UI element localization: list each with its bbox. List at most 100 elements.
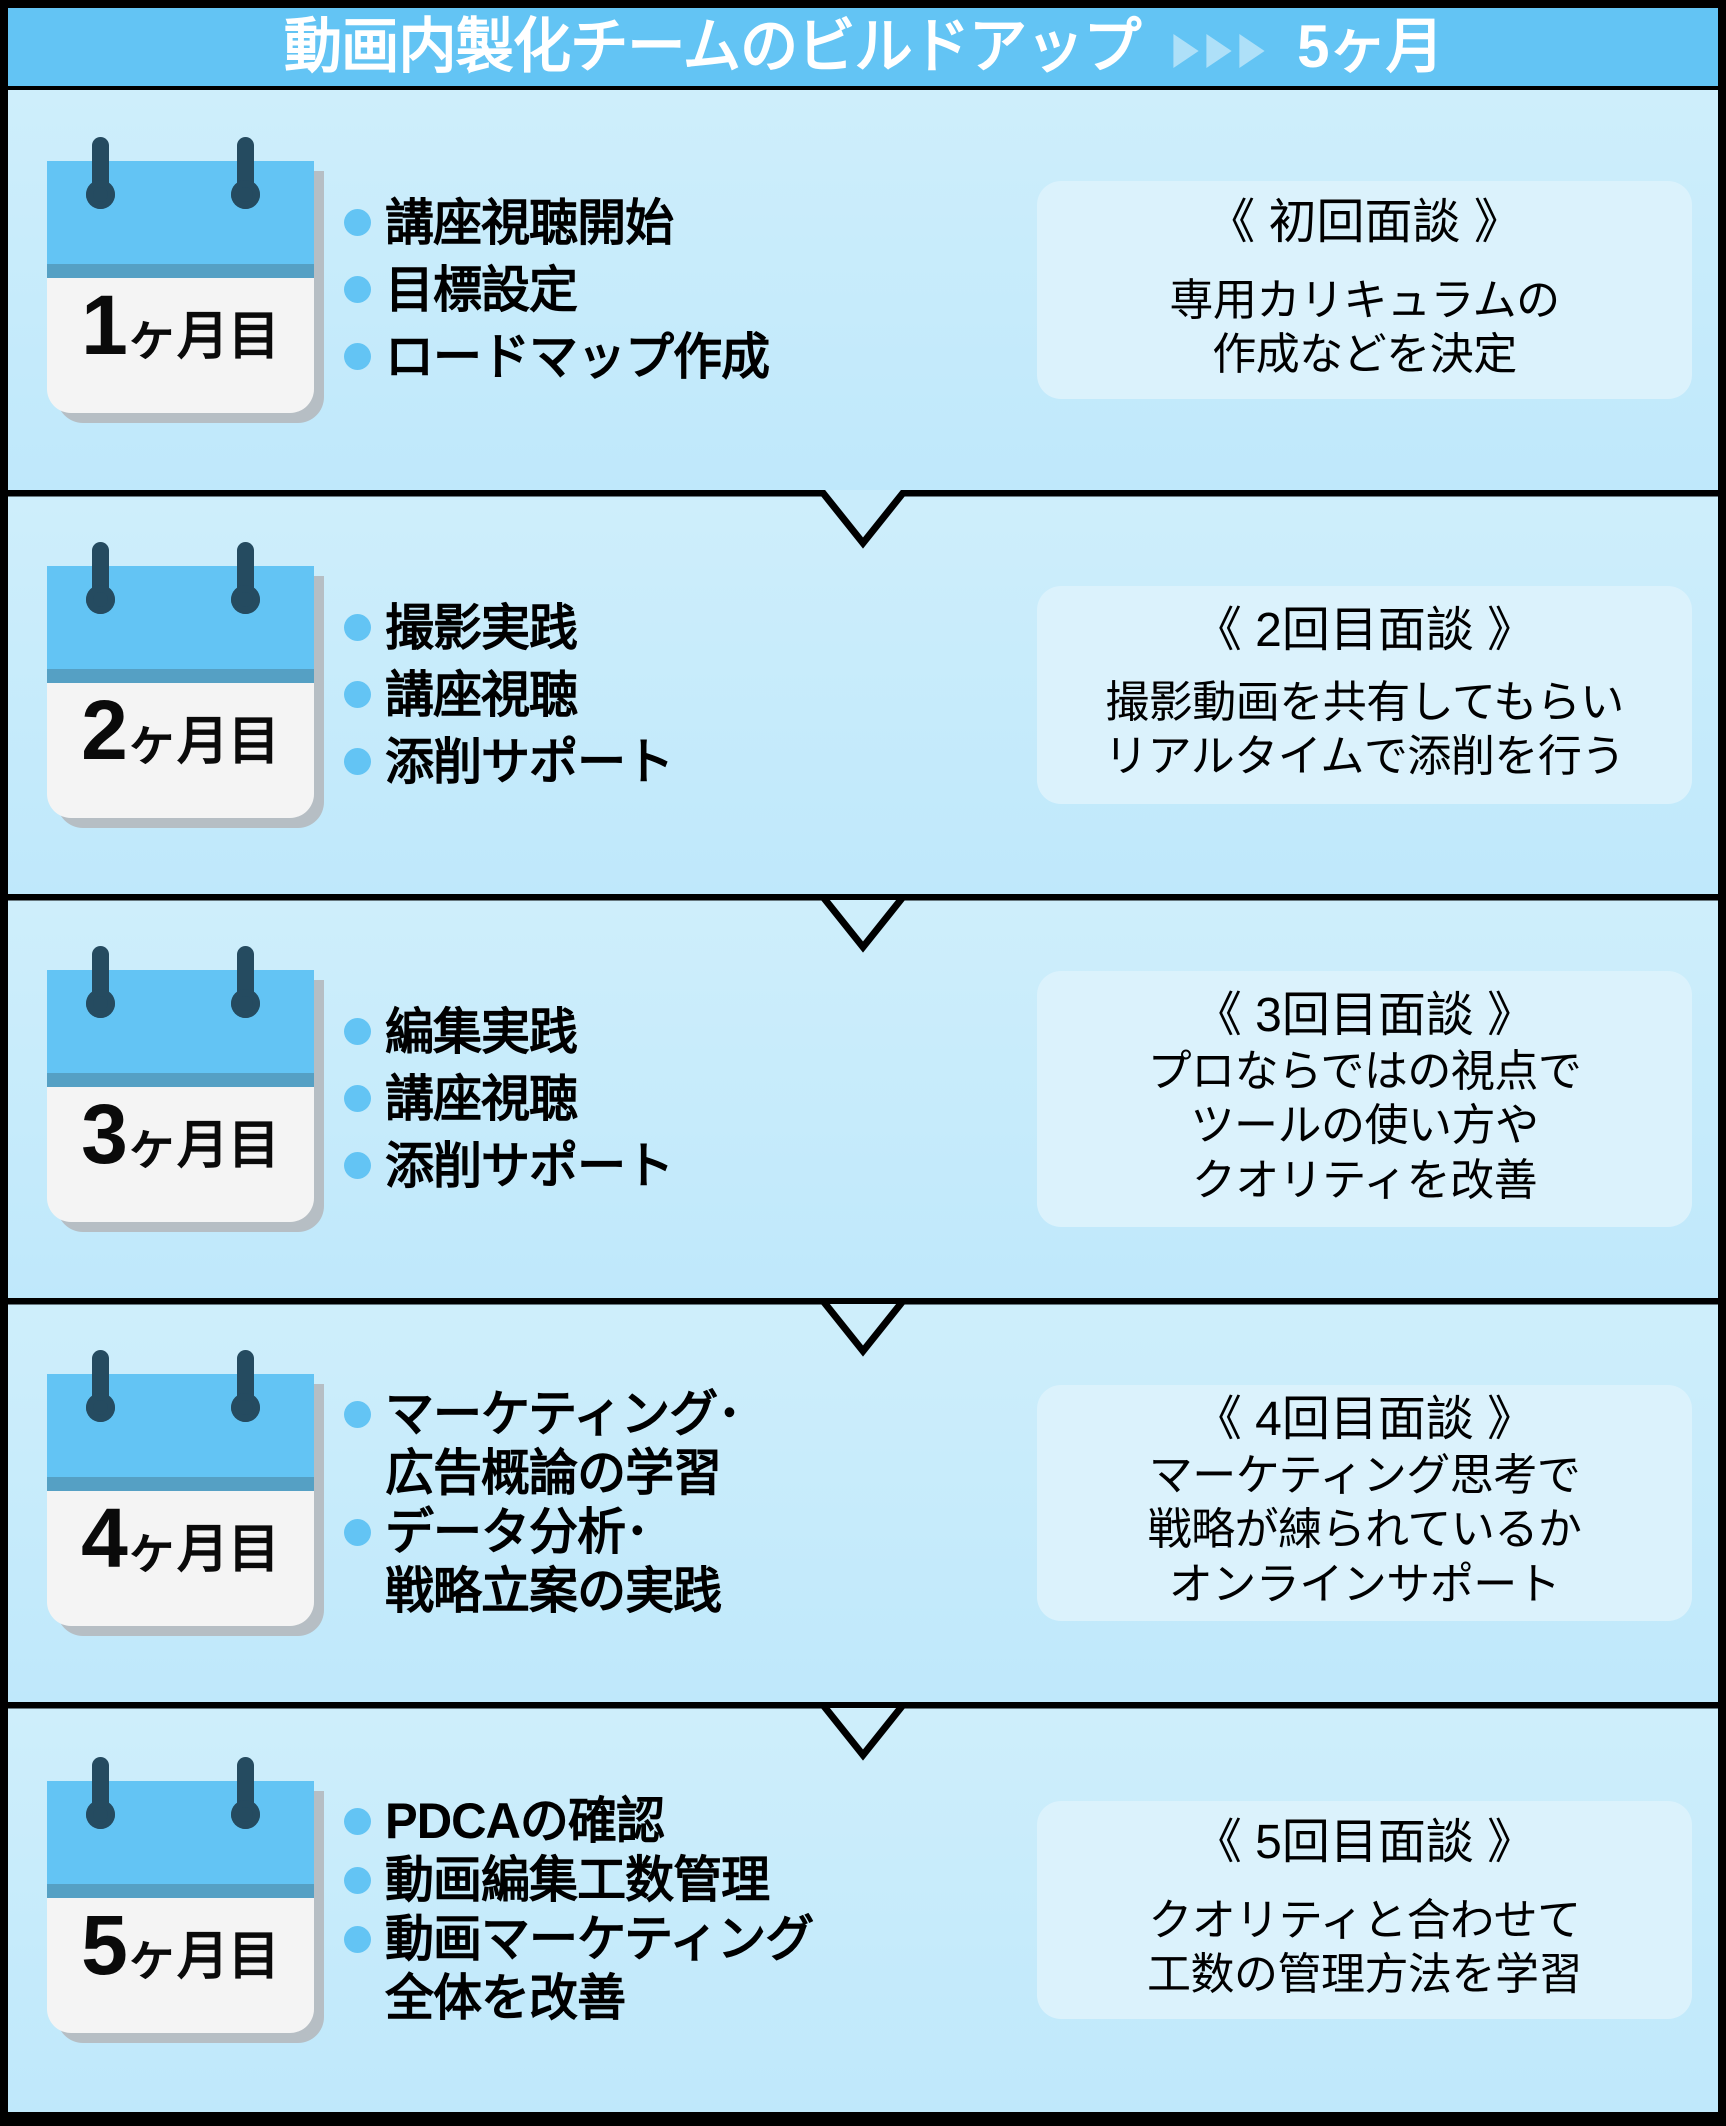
month-number: 5 xyxy=(81,1898,128,1992)
interview-note-card: 《 2回目面談 》 撮影動画を共有してもらい リアルタイムで添削を行う xyxy=(1037,586,1692,804)
calendar-header-band xyxy=(46,970,314,1073)
list-item: PDCAの確認 xyxy=(344,1792,1029,1851)
task-list: マーケティング･ 広告概論の学習 データ分析･ 戦略立案の実践 xyxy=(328,1385,1037,1621)
list-item: 講座視聴 xyxy=(344,665,1029,726)
page-title: 動画内製化チームのビルドアップ 5ヶ月 xyxy=(283,17,1443,77)
calendar-pin-icon xyxy=(85,542,115,614)
list-item-label: 動画マーケティング 全体を改善 xyxy=(385,1911,814,2026)
month-number: 1 xyxy=(81,278,128,372)
note-title: 《 3回目面談 》 xyxy=(1193,988,1536,1042)
calendar-stripe xyxy=(46,264,314,278)
list-item-label: 編集実践 xyxy=(385,1003,578,1060)
calendar-icon: 5ヶ月目 xyxy=(46,1757,324,2043)
note-body: 専用カリキュラムの 作成などを決定 xyxy=(1169,275,1560,380)
list-item-label: 撮影実践 xyxy=(385,599,578,656)
list-item: 目標設定 xyxy=(344,260,1029,321)
timeline-row: 3ヶ月目 編集実践 講座視聴 xyxy=(8,894,1718,1298)
list-item: 編集実践 xyxy=(344,1002,1029,1063)
calendar-icon-wrapper: 2ヶ月目 xyxy=(42,542,328,828)
calendar-icon: 3ヶ月目 xyxy=(46,946,324,1232)
calendar-header-band xyxy=(46,566,314,669)
calendar-header-band xyxy=(46,1781,314,1884)
list-item-label: ロードマップ作成 xyxy=(385,328,770,385)
list-item-label: 講座視聴 xyxy=(385,1070,578,1127)
arrow-separator xyxy=(1172,34,1265,69)
task-list: 撮影実践 講座視聴 添削サポート xyxy=(328,598,1037,793)
calendar-pin-icon xyxy=(230,137,260,209)
list-item: データ分析･ 戦略立案の実践 xyxy=(344,1503,1029,1621)
calendar-icon: 4ヶ月目 xyxy=(46,1350,324,1636)
calendar-body: 5ヶ月目 xyxy=(46,1781,314,2033)
list-item-label: 添削サポート xyxy=(385,1137,674,1194)
calendar-month-label: 2ヶ月目 xyxy=(81,688,280,818)
calendar-stripe xyxy=(46,1073,314,1087)
triangle-right-icon xyxy=(1205,34,1232,69)
triangle-right-icon xyxy=(1172,34,1199,69)
bullet-dot-icon xyxy=(344,1017,371,1045)
bullet-dot-icon xyxy=(344,1808,371,1835)
note-title: 《 初回面談 》 xyxy=(1207,196,1522,250)
bullet-dot-icon xyxy=(344,1084,371,1112)
calendar-icon: 2ヶ月目 xyxy=(46,542,324,828)
calendar-pin-icon xyxy=(85,1757,115,1829)
calendar-icon-wrapper: 4ヶ月目 xyxy=(42,1350,328,1636)
list-item: 動画マーケティング 全体を改善 xyxy=(344,1910,1029,2028)
list-item-label: 添削サポート xyxy=(385,733,674,790)
note-title: 《 4回目面談 》 xyxy=(1193,1392,1536,1446)
calendar-header-band xyxy=(46,161,314,264)
calendar-pin-icon xyxy=(85,946,115,1018)
list-item: 添削サポート xyxy=(344,1136,1029,1197)
calendar-month-label: 3ヶ月目 xyxy=(81,1092,280,1222)
month-suffix: ヶ月目 xyxy=(125,1117,280,1175)
timeline-rows: 1ヶ月目 講座視聴開始 目標設定 xyxy=(8,90,1718,2118)
note-body: プロならではの視点で ツールの使い方や クオリティを改善 xyxy=(1147,1046,1582,1205)
calendar-icon: 1ヶ月目 xyxy=(46,137,324,423)
calendar-icon-wrapper: 5ヶ月目 xyxy=(42,1757,328,2043)
calendar-icon-wrapper: 1ヶ月目 xyxy=(42,137,328,423)
calendar-pin-icon xyxy=(85,1350,115,1422)
bullet-dot-icon xyxy=(344,1926,371,1953)
note-body: 撮影動画を共有してもらい リアルタイムで添削を行う xyxy=(1104,677,1625,782)
list-item-label: 目標設定 xyxy=(385,261,578,318)
note-title: 《 5回目面談 》 xyxy=(1193,1816,1536,1870)
note-body: マーケティング思考で 戦略が練られているか オンラインサポート xyxy=(1147,1450,1582,1609)
calendar-pin-icon xyxy=(230,1757,260,1829)
interview-note-card: 《 3回目面談 》 プロならではの視点で ツールの使い方や クオリティを改善 xyxy=(1037,971,1692,1227)
list-item-label: マーケティング･ 広告概論の学習 xyxy=(385,1386,742,1501)
timeline-row: 1ヶ月目 講座視聴開始 目標設定 xyxy=(8,90,1718,490)
task-list: PDCAの確認 動画編集工数管理 動画マーケティング 全体を改善 xyxy=(328,1792,1037,2028)
calendar-month-label: 4ヶ月目 xyxy=(81,1496,280,1626)
calendar-stripe xyxy=(46,1477,314,1491)
calendar-pin-icon xyxy=(85,137,115,209)
calendar-pin-icon xyxy=(230,946,260,1018)
timeline-row: 2ヶ月目 撮影実践 講座視聴 xyxy=(8,490,1718,894)
timeline-row: 5ヶ月目 PDCAの確認 動画編集工数管理 xyxy=(8,1702,1718,2112)
list-item-label: 動画編集工数管理 xyxy=(385,1852,770,1908)
list-item: 講座視聴 xyxy=(344,1069,1029,1130)
month-suffix: ヶ月目 xyxy=(125,308,280,366)
month-suffix: ヶ月目 xyxy=(125,1521,280,1579)
list-item: 添削サポート xyxy=(344,732,1029,793)
timeline-row: 4ヶ月目 マーケティング･ 広告概論の学習 データ分析･ 戦略立案の実践 xyxy=(8,1298,1718,1702)
interview-note-card: 《 4回目面談 》 マーケティング思考で 戦略が練られているか オンラインサポー… xyxy=(1037,1385,1692,1621)
note-body: クオリティと合わせて 工数の管理方法を学習 xyxy=(1147,1895,1583,2000)
bullet-dot-icon xyxy=(344,208,371,236)
month-number: 2 xyxy=(81,683,128,777)
list-item-label: 講座視聴 xyxy=(385,666,578,723)
interview-note-card: 《 5回目面談 》 クオリティと合わせて 工数の管理方法を学習 xyxy=(1037,1801,1692,2019)
list-item-label: PDCAの確認 xyxy=(385,1793,665,1849)
bullet-dot-icon xyxy=(344,1867,371,1894)
bullet-dot-icon xyxy=(344,1151,371,1179)
triangle-right-icon xyxy=(1238,34,1265,69)
month-number: 4 xyxy=(81,1491,128,1585)
list-item: ロードマップ作成 xyxy=(344,327,1029,388)
list-item-label: データ分析･ 戦略立案の実践 xyxy=(385,1504,722,1619)
calendar-header-band xyxy=(46,1374,314,1477)
calendar-stripe xyxy=(46,1884,314,1898)
bullet-dot-icon xyxy=(344,342,371,370)
bullet-dot-icon xyxy=(344,613,371,641)
bullet-dot-icon xyxy=(344,680,371,708)
calendar-icon-wrapper: 3ヶ月目 xyxy=(42,946,328,1232)
bullet-dot-icon xyxy=(344,275,371,303)
